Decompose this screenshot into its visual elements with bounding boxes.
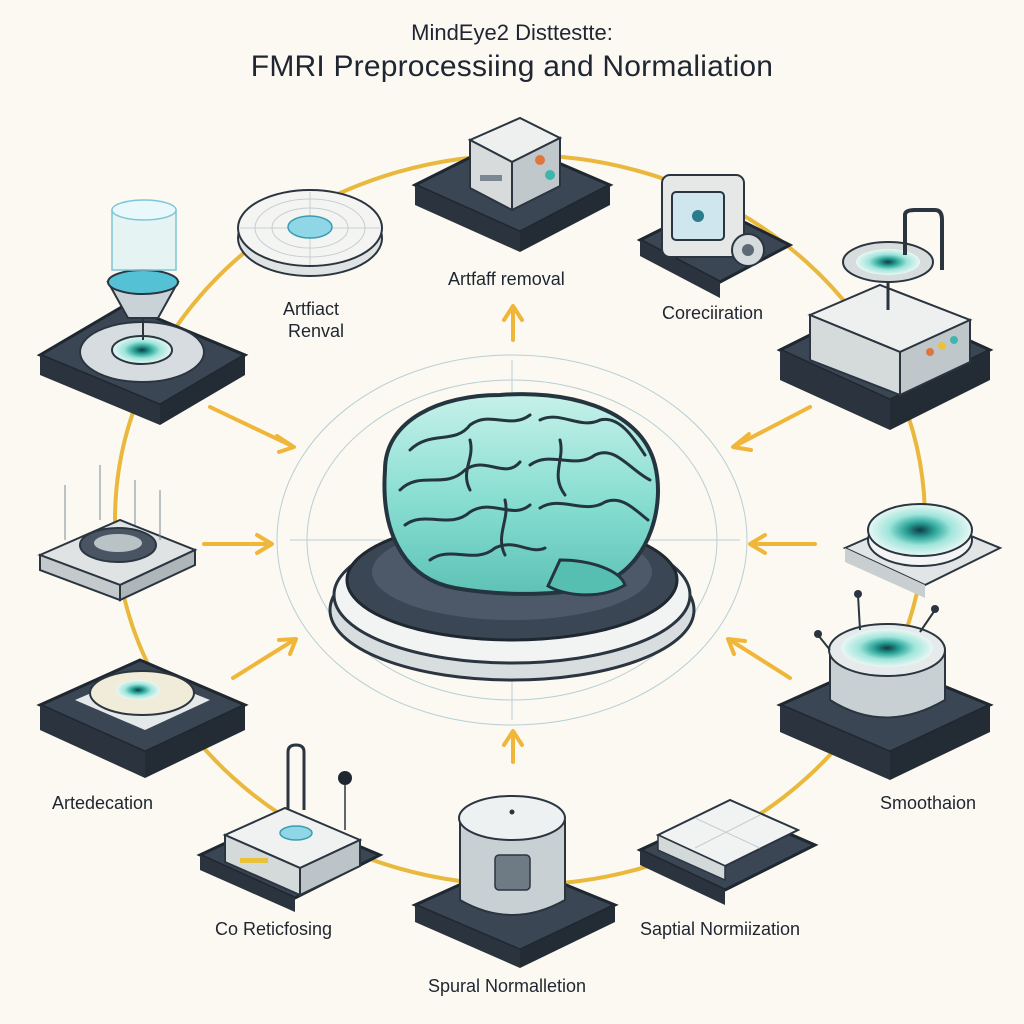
- probe-device: [776, 590, 994, 780]
- arrow-top-icon: [502, 304, 524, 342]
- label-saptial-normalization: Saptial Normiization: [640, 919, 801, 939]
- drip-device: [36, 199, 249, 425]
- label-artifact-removal-left-line1: Artfiact: [283, 299, 340, 319]
- label-coregistration: Coreciiration: [662, 303, 764, 323]
- computer-monitor-device: [636, 174, 794, 298]
- scan-disc-device: [237, 189, 383, 277]
- arrow-left-lower-icon: [231, 637, 298, 680]
- spiral-plate-device: [842, 503, 1003, 598]
- brain-icon: [382, 392, 660, 597]
- arrow-right-upper-icon: [731, 405, 812, 452]
- label-artedecation: Artedecation: [52, 793, 154, 813]
- label-co-reticfosing: Co Reticfosing: [215, 919, 333, 939]
- label-spural-normalization: Spural Normalletion: [428, 976, 587, 996]
- grid-plate-device: [37, 465, 198, 602]
- arrow-right-lower-icon: [726, 637, 792, 680]
- label-artifact-removal-top: Artfaff removal: [448, 269, 565, 289]
- label-smoothing: Smoothaion: [880, 793, 977, 813]
- diagram-subtitle: MindEye2 Disttestte:: [411, 20, 613, 45]
- arrow-right-icon: [748, 533, 817, 555]
- disc-plate-device: [36, 658, 249, 778]
- cylinder-device: [411, 795, 619, 968]
- arrow-left-icon: [202, 533, 274, 555]
- router-box-device: [196, 743, 384, 912]
- diagram-title: FMRI Preprocessiing and Normaliation: [250, 50, 774, 83]
- flat-plate-device: [636, 798, 819, 905]
- arrow-left-upper-icon: [208, 405, 296, 454]
- inward-arrows: [202, 304, 817, 764]
- machine-box-device: [411, 116, 614, 252]
- label-artifact-removal-left-line2: Renval: [288, 321, 345, 341]
- central-brain-platform: [328, 392, 696, 682]
- arrow-bottom-icon: [502, 729, 524, 764]
- centrifuge-machine-device: [776, 208, 994, 430]
